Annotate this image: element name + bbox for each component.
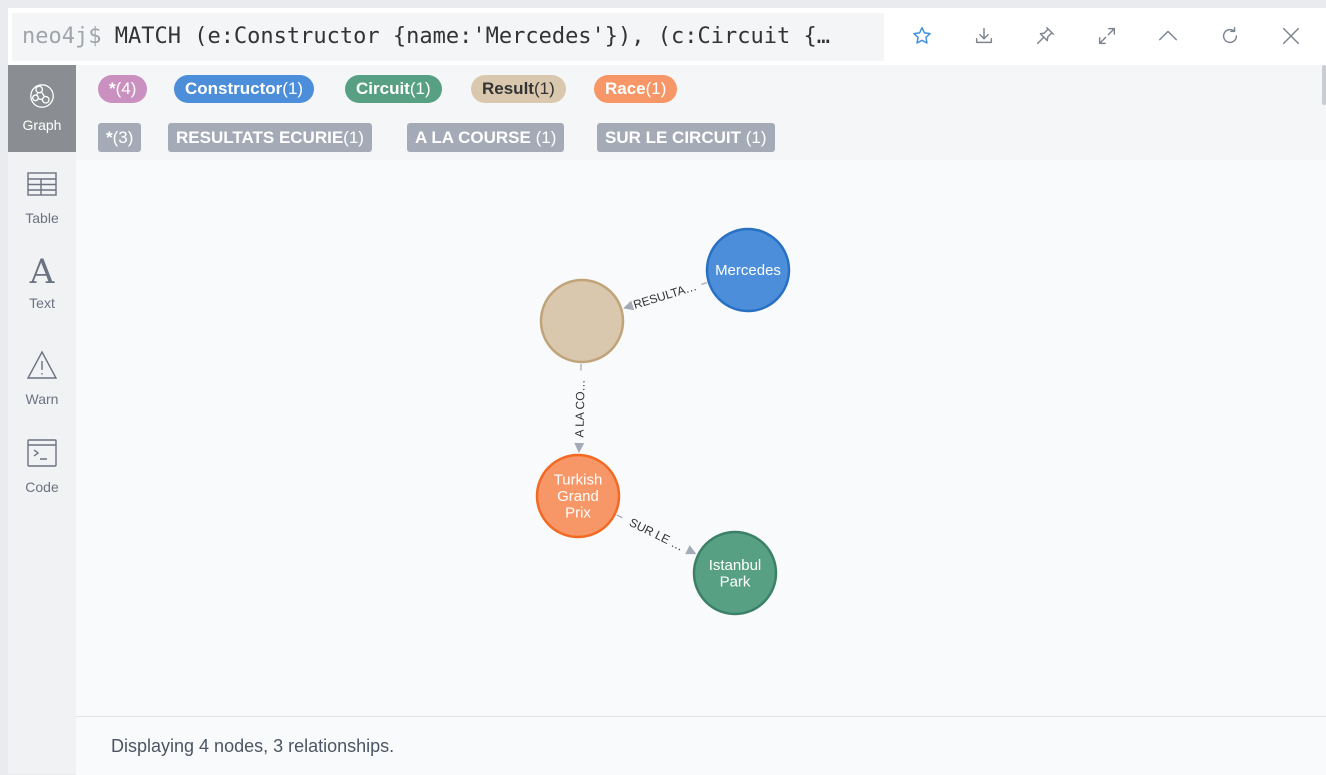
sidebar-item-text[interactable]: A Text xyxy=(8,255,76,315)
node-caption: Grand xyxy=(557,488,599,505)
sidebar-item-warn[interactable]: Warn xyxy=(8,350,76,410)
sidebar-label: Table xyxy=(8,210,76,226)
close-icon[interactable] xyxy=(1275,20,1307,52)
pin-icon[interactable] xyxy=(1029,20,1061,52)
node-caption: Istanbul xyxy=(709,557,762,574)
table-icon xyxy=(27,172,57,196)
legend-rel-sur-le-circuit[interactable]: SUR LE CIRCUIT (1) xyxy=(597,123,775,152)
legend-rel-all[interactable]: *(3) xyxy=(98,123,141,152)
sidebar-label: Graph xyxy=(8,117,76,133)
graph-node-result[interactable] xyxy=(541,280,623,362)
node-caption: Turkish xyxy=(554,472,603,489)
graph-icon xyxy=(28,82,56,110)
download-icon[interactable] xyxy=(968,20,1000,52)
visualization-area: *(4) Constructor(1) Circuit(1) Result(1)… xyxy=(76,65,1326,774)
relationship-label: RESULTA… xyxy=(632,279,699,312)
legend-bar: *(4) Constructor(1) Circuit(1) Result(1)… xyxy=(76,65,1326,160)
sidebar-item-table[interactable]: Table xyxy=(8,172,76,232)
sidebar-item-graph[interactable]: Graph xyxy=(8,65,76,152)
query-prompt: neo4j$ xyxy=(22,24,101,49)
legend-node-result[interactable]: Result(1) xyxy=(471,75,566,103)
frame-header: neo4j$ MATCH (e:Constructor {name:'Merce… xyxy=(8,8,1326,65)
node-caption: Prix xyxy=(565,505,591,522)
code-icon xyxy=(27,439,57,467)
legend-rel-a-la-course[interactable]: A LA COURSE (1) xyxy=(407,123,564,152)
legend-node-circuit[interactable]: Circuit(1) xyxy=(345,75,442,103)
node-caption: Mercedes xyxy=(715,262,781,279)
query-text: MATCH (e:Constructor {name:'Mercedes'}),… xyxy=(101,24,829,49)
graph-relationship[interactable]: RESULTA… xyxy=(623,279,707,312)
collapse-icon[interactable] xyxy=(1152,20,1184,52)
scrollbar[interactable] xyxy=(1322,65,1326,105)
text-icon: A xyxy=(8,255,76,289)
relationship-label: SUR LE … xyxy=(627,515,686,553)
sidebar-label: Code xyxy=(8,479,76,495)
legend-node-constructor[interactable]: Constructor(1) xyxy=(174,75,314,103)
sidebar-item-code[interactable]: Code xyxy=(8,439,76,499)
warn-icon xyxy=(26,350,58,380)
relationship-label: A LA CO… xyxy=(572,379,587,437)
graph-relationship[interactable]: SUR LE … xyxy=(617,515,697,554)
legend-node-race[interactable]: Race(1) xyxy=(594,75,677,103)
legend-rel-resultats-ecurie[interactable]: RESULTATS ECURIE(1) xyxy=(168,123,372,152)
view-sidebar: Graph Table A Text Warn Code xyxy=(8,65,76,774)
refresh-icon[interactable] xyxy=(1214,20,1246,52)
status-footer: Displaying 4 nodes, 3 relationships. xyxy=(76,716,1326,775)
star-icon[interactable] xyxy=(906,20,938,52)
query-editor[interactable]: neo4j$ MATCH (e:Constructor {name:'Merce… xyxy=(12,13,884,61)
legend-node-all[interactable]: *(4) xyxy=(98,75,147,103)
node-caption: Park xyxy=(720,573,751,590)
result-frame: neo4j$ MATCH (e:Constructor {name:'Merce… xyxy=(8,8,1326,774)
status-text: Displaying 4 nodes, 3 relationships. xyxy=(111,736,394,757)
graph-canvas[interactable]: RESULTA… A LA CO… SUR LE … MercedesTurkishG… xyxy=(76,160,1326,716)
graph-node-mercedes[interactable]: Mercedes xyxy=(707,229,789,311)
sidebar-label: Text xyxy=(8,295,76,311)
sidebar-label: Warn xyxy=(8,391,76,407)
graph-relationship[interactable]: A LA CO… xyxy=(572,364,587,453)
expand-icon[interactable] xyxy=(1091,20,1123,52)
